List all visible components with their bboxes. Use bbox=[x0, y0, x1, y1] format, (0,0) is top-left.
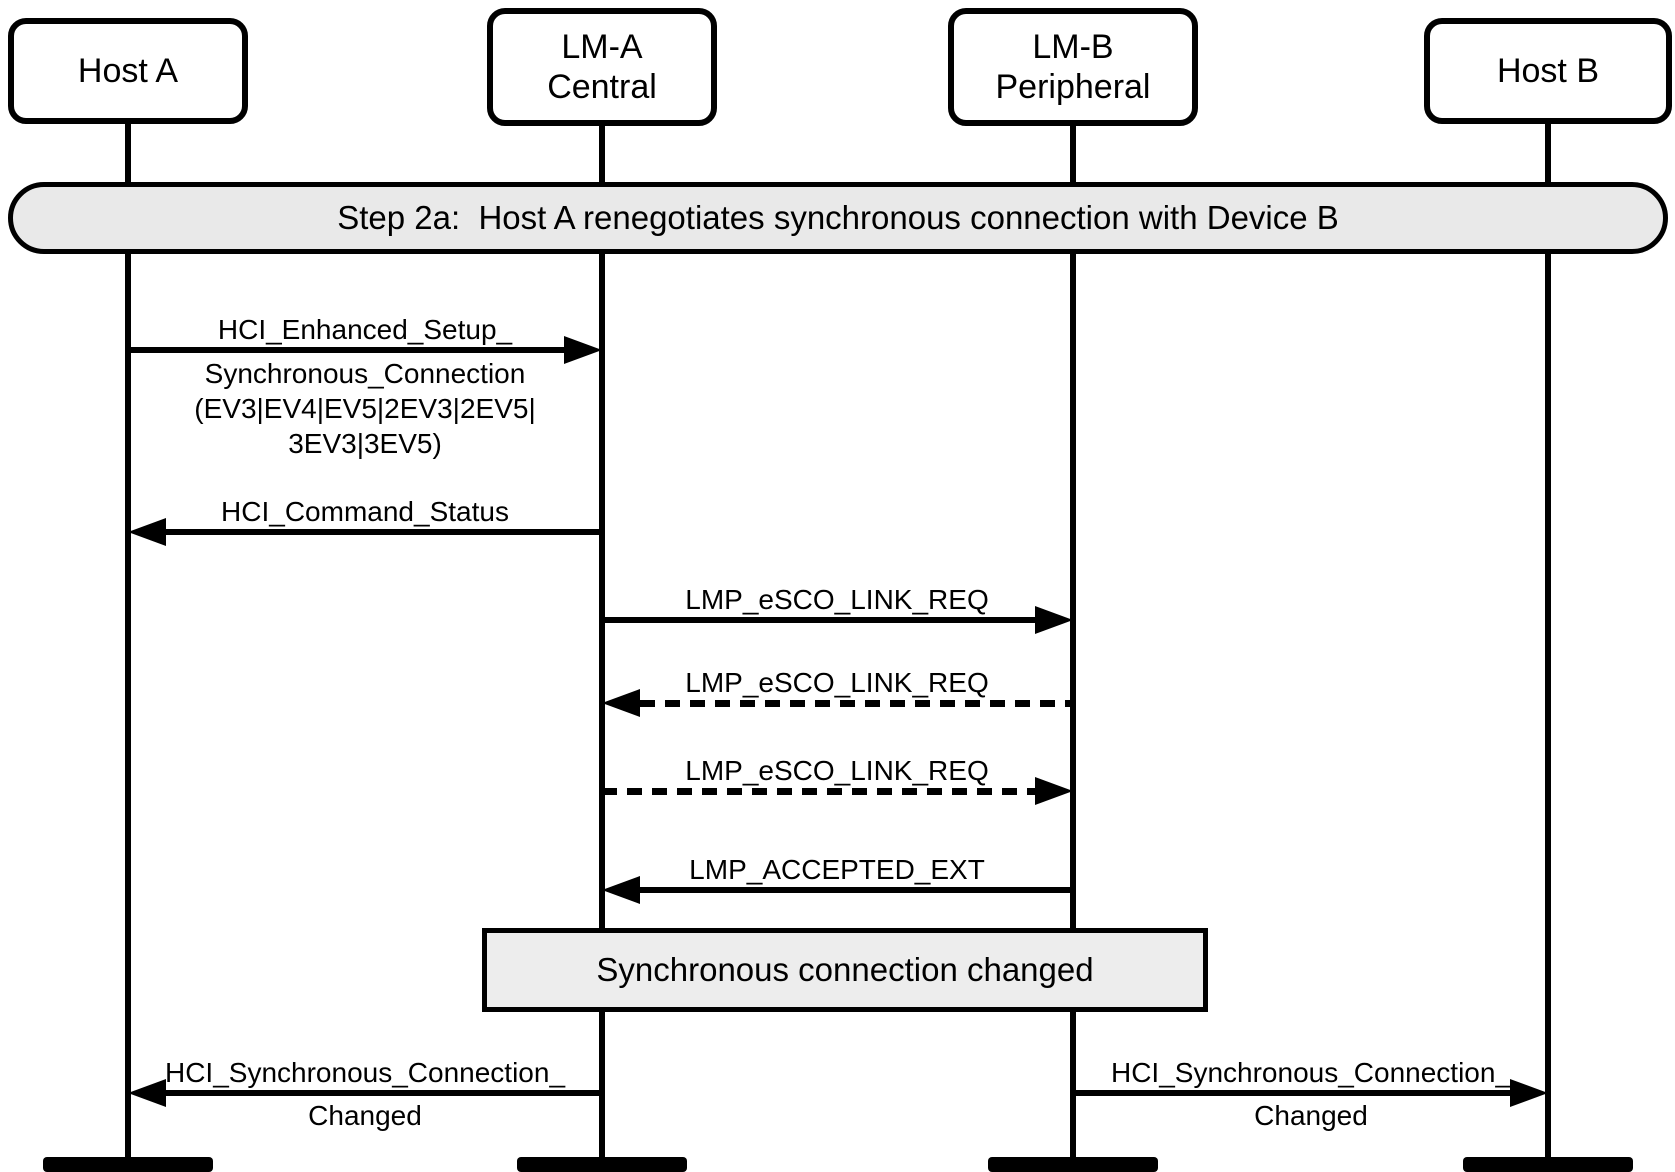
step-banner: Step 2a: Host A renegotiates synchronous… bbox=[8, 182, 1668, 254]
message-label: HCI_Synchronous_Connection_ bbox=[1110, 1057, 1512, 1088]
actor-label-host-b: Host B bbox=[1496, 52, 1600, 90]
termination-bar-lm-a bbox=[517, 1157, 687, 1172]
lifeline-host-a bbox=[125, 115, 131, 1165]
arrow-line bbox=[602, 617, 1035, 623]
arrow-line bbox=[1073, 1090, 1510, 1096]
message-label: HCI_Enhanced_Setup_ bbox=[217, 314, 513, 345]
step-banner-label: Step 2a: Host A renegotiates synchronous… bbox=[337, 199, 1339, 236]
message-label-detail: Synchronous_Connection (EV3|EV4|EV5|2EV3… bbox=[194, 358, 536, 459]
termination-bar-lm-b bbox=[988, 1157, 1158, 1172]
message-label: HCI_Command_Status bbox=[221, 496, 509, 527]
actor-box-lm-a-central: LM-A Central bbox=[487, 8, 717, 126]
arrowhead-left-icon bbox=[602, 689, 640, 717]
message-label: LMP_eSCO_LINK_REQ bbox=[685, 755, 989, 786]
message-label: LMP_eSCO_LINK_REQ bbox=[685, 667, 989, 698]
note-label: Synchronous connection changed bbox=[596, 951, 1094, 988]
actor-box-lm-b-peripheral: LM-B Peripheral bbox=[948, 8, 1198, 126]
actor-label-lm-a-central: LM-A Central bbox=[547, 28, 657, 106]
actor-box-host-a: Host A bbox=[8, 18, 248, 124]
arrow-line-dashed bbox=[602, 788, 1035, 795]
arrowhead-right-icon bbox=[1510, 1079, 1548, 1107]
arrowhead-left-icon bbox=[128, 518, 166, 546]
arrow-line bbox=[128, 347, 568, 353]
actor-label-lm-b-peripheral: LM-B Peripheral bbox=[995, 28, 1151, 106]
lifeline-host-b bbox=[1545, 115, 1551, 1165]
arrowhead-left-icon bbox=[128, 1079, 166, 1107]
message-label: LMP_ACCEPTED_EXT bbox=[689, 854, 985, 885]
actor-box-host-b: Host B bbox=[1424, 18, 1672, 124]
arrowhead-right-icon bbox=[1035, 777, 1073, 805]
arrow-line bbox=[160, 529, 602, 535]
termination-bar-host-a bbox=[43, 1157, 213, 1172]
message-label: HCI_Synchronous_Connection_ bbox=[164, 1057, 566, 1088]
arrow-line-dashed bbox=[640, 700, 1073, 707]
arrow-line bbox=[166, 1090, 602, 1096]
actor-label-host-a: Host A bbox=[77, 52, 179, 90]
arrow-line bbox=[640, 887, 1073, 893]
arrowhead-right-icon bbox=[564, 336, 602, 364]
message-label: LMP_eSCO_LINK_REQ bbox=[685, 584, 989, 615]
termination-bar-host-b bbox=[1463, 1157, 1633, 1172]
lifeline-lm-b bbox=[1070, 115, 1076, 1165]
arrowhead-right-icon bbox=[1035, 606, 1073, 634]
arrowhead-left-icon bbox=[602, 876, 640, 904]
message-label-detail: Changed bbox=[1254, 1100, 1368, 1131]
message-label-detail: Changed bbox=[308, 1100, 422, 1131]
note-synchronous-connection-changed: Synchronous connection changed bbox=[482, 928, 1208, 1012]
lifeline-lm-a bbox=[599, 115, 605, 1165]
